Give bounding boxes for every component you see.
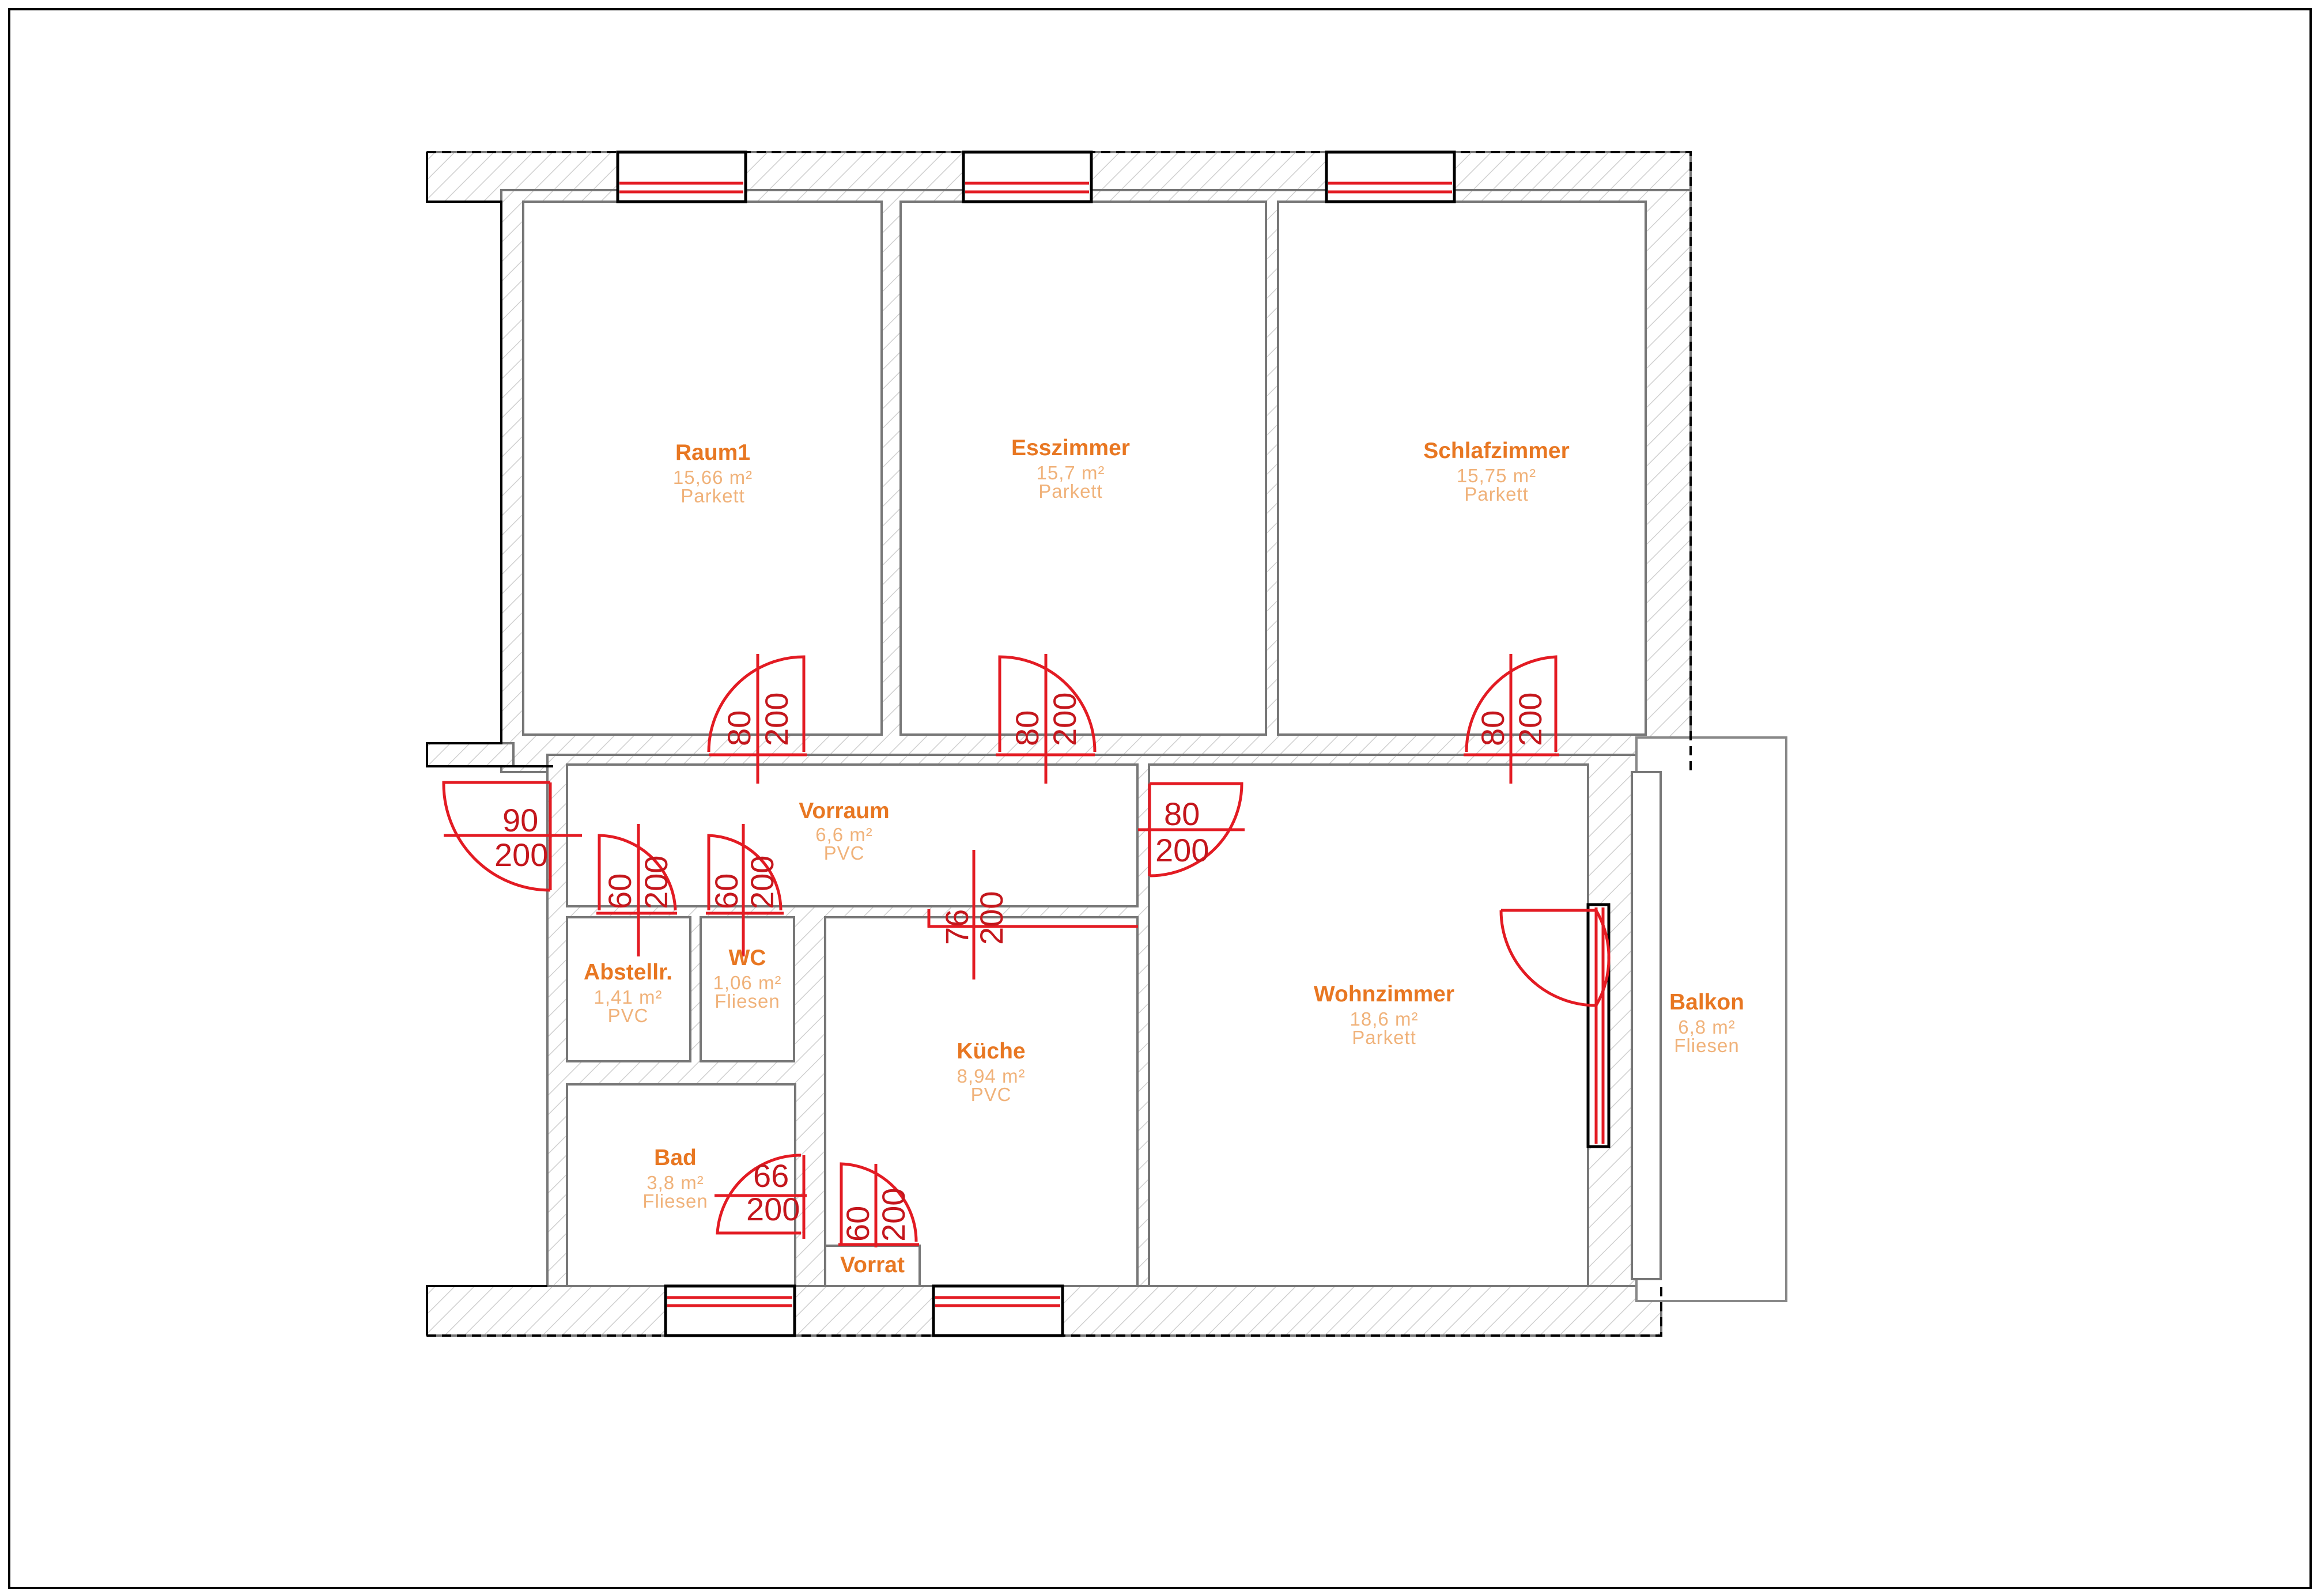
- svg-text:Fliesen: Fliesen: [1674, 1035, 1739, 1056]
- door-balkon: [1499, 909, 1611, 1008]
- svg-text:PVC: PVC: [824, 842, 865, 864]
- label-balkon: Balkon 6,8 m² Fliesen: [1669, 990, 1744, 1056]
- room-schlafzimmer: [1277, 201, 1647, 736]
- svg-text:Parkett: Parkett: [1352, 1027, 1416, 1048]
- room-raum1: [522, 201, 883, 736]
- window-schlafzimmer: [1325, 150, 1456, 203]
- door-bad: 66 200: [715, 1153, 807, 1239]
- label-wc: WC 1,06 m² Fliesen: [713, 946, 782, 1012]
- door-esszimmer: 80 200: [996, 654, 1097, 784]
- door-vorrat: 60 200: [838, 1162, 919, 1247]
- door-label-width: 80: [1009, 710, 1045, 746]
- svg-text:Balkon: Balkon: [1669, 990, 1744, 1015]
- svg-text:1,41 m²: 1,41 m²: [594, 986, 663, 1008]
- window-balkon-door: [1586, 903, 1611, 1148]
- door-label-height: 200: [1512, 693, 1548, 746]
- door-label-height: 200: [746, 1191, 800, 1227]
- door-abstellr: 60 200: [596, 824, 677, 956]
- door-entrance: 90 200: [442, 781, 582, 892]
- svg-text:Fliesen: Fliesen: [715, 990, 780, 1012]
- door-label-height: 200: [494, 837, 548, 873]
- room-bad: [566, 1083, 796, 1287]
- svg-text:18,6 m²: 18,6 m²: [1350, 1008, 1419, 1030]
- svg-text:Parkett: Parkett: [681, 485, 745, 506]
- svg-text:WC: WC: [729, 946, 766, 970]
- balcony-inner: [1631, 771, 1662, 1280]
- svg-text:Fliesen: Fliesen: [642, 1190, 708, 1212]
- svg-text:Raum1: Raum1: [675, 440, 750, 465]
- door-label-height: 200: [973, 891, 1010, 945]
- door-label-height: 200: [1046, 693, 1083, 746]
- sheet-frame: [8, 8, 2312, 1589]
- room-floors: [522, 201, 1647, 1287]
- door-wc: 60 200: [706, 824, 784, 956]
- svg-text:Parkett: Parkett: [1038, 481, 1103, 502]
- label-wohnzimmer: Wohnzimmer 18,6 m² Parkett: [1314, 982, 1454, 1048]
- label-bad: Bad 3,8 m² Fliesen: [642, 1145, 708, 1212]
- label-raum1: Raum1 15,66 m² Parkett: [673, 440, 753, 506]
- door-label-width: 76: [939, 909, 975, 945]
- outer-outline: [426, 151, 1692, 1337]
- window-raum1: [616, 150, 747, 203]
- svg-text:Wohnzimmer: Wohnzimmer: [1314, 982, 1454, 1007]
- svg-text:15,66 m²: 15,66 m²: [673, 467, 753, 488]
- room-abstellr: [566, 916, 691, 1062]
- svg-text:6,8 m²: 6,8 m²: [1678, 1016, 1736, 1038]
- door-kueche: 76 200: [927, 850, 1138, 979]
- svg-text:Vorraum: Vorraum: [799, 799, 890, 823]
- door-label-width: 60: [708, 873, 744, 909]
- door-label-width: 60: [840, 1206, 876, 1242]
- svg-text:15,75 m²: 15,75 m²: [1457, 465, 1536, 486]
- door-wohnzimmer: 80 200: [1138, 782, 1245, 878]
- label-abstellr: Abstellr. 1,41 m² PVC: [584, 960, 672, 1026]
- svg-text:Schlafzimmer: Schlafzimmer: [1423, 438, 1570, 463]
- svg-text:Abstellr.: Abstellr.: [584, 960, 672, 985]
- door-label-height: 200: [638, 856, 674, 909]
- label-vorraum: Vorraum 6,6 m² PVC: [799, 799, 890, 864]
- door-label-height: 200: [1155, 832, 1209, 868]
- svg-text:8,94 m²: 8,94 m²: [957, 1065, 1026, 1087]
- svg-text:1,06 m²: 1,06 m²: [713, 972, 782, 993]
- door-raum1: 80 200: [707, 654, 807, 784]
- label-vorrat: Vorrat: [840, 1253, 905, 1277]
- door-label-height: 200: [758, 693, 795, 746]
- svg-text:15,7 m²: 15,7 m²: [1037, 462, 1105, 483]
- label-esszimmer: Esszimmer 15,7 m² Parkett: [1011, 436, 1130, 502]
- room-wc: [700, 916, 795, 1062]
- room-esszimmer: [899, 201, 1267, 736]
- door-label-height: 200: [744, 856, 780, 909]
- window-kueche: [932, 1284, 1064, 1337]
- window-bad: [664, 1284, 796, 1337]
- svg-text:Küche: Küche: [957, 1039, 1025, 1064]
- svg-text:3,8 m²: 3,8 m²: [647, 1172, 704, 1193]
- windows: [616, 150, 1611, 1337]
- svg-text:PVC: PVC: [608, 1005, 649, 1026]
- svg-text:PVC: PVC: [971, 1084, 1012, 1105]
- door-label-width: 80: [1475, 710, 1511, 746]
- svg-text:Esszimmer: Esszimmer: [1011, 436, 1130, 460]
- window-esszimmer: [962, 150, 1093, 203]
- svg-text:Parkett: Parkett: [1464, 483, 1529, 505]
- svg-text:6,6 m²: 6,6 m²: [815, 824, 873, 845]
- door-label-width: 60: [602, 873, 638, 909]
- label-schlafzimmer: Schlafzimmer 15,75 m² Parkett: [1423, 438, 1570, 505]
- room-labels: Raum1 15,66 m² Parkett Esszimmer 15,7 m²…: [584, 436, 1744, 1277]
- door-label-width: 80: [1164, 796, 1200, 832]
- door-label-width: 66: [753, 1158, 789, 1194]
- label-kueche: Küche 8,94 m² PVC: [957, 1039, 1025, 1105]
- door-label-height: 200: [875, 1188, 912, 1242]
- door-label-width: 80: [721, 710, 757, 746]
- doors: 80 200 80 200 80 200 90 200: [442, 654, 1611, 1247]
- svg-text:Vorrat: Vorrat: [840, 1253, 905, 1277]
- door-label-width: 90: [502, 802, 538, 838]
- room-wohnzimmer: [1148, 763, 1589, 1287]
- door-schlafzimmer: 80 200: [1464, 654, 1559, 784]
- svg-text:Bad: Bad: [654, 1145, 697, 1170]
- room-vorraum: [566, 763, 1139, 907]
